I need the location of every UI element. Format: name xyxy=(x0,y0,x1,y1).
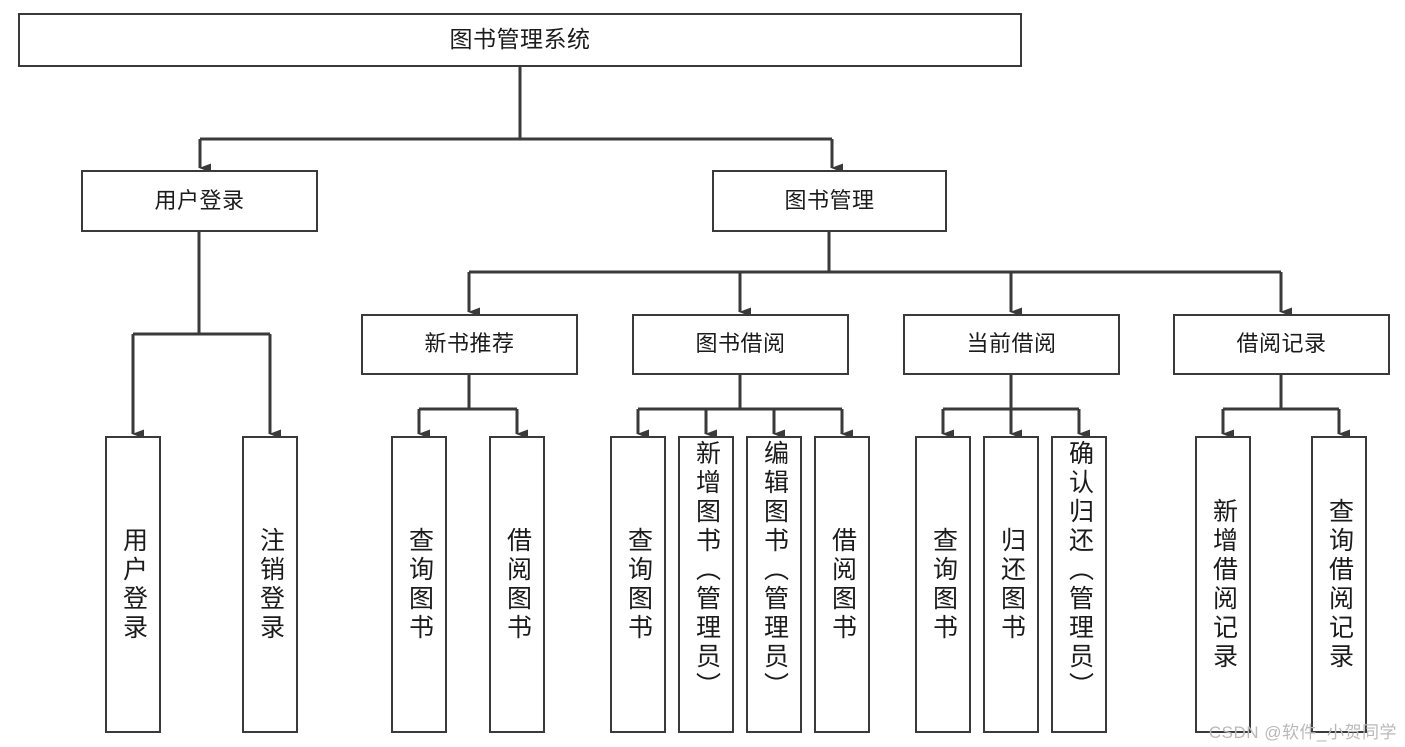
node-label: 图书管理 xyxy=(784,187,875,213)
node-label: 确认归还（管理员） xyxy=(1065,440,1094,701)
node-user-login[interactable]: 用户登录 xyxy=(81,170,318,232)
node-label: 查询借阅记录 xyxy=(1325,497,1354,672)
leaf-user-login[interactable]: 用户登录 xyxy=(105,436,161,733)
leaf-confirm-return-admin[interactable]: 确认归还（管理员） xyxy=(1051,436,1107,733)
node-current-borrow[interactable]: 当前借阅 xyxy=(903,314,1120,375)
leaf-return-book[interactable]: 归还图书 xyxy=(983,436,1039,733)
node-label: 借阅图书 xyxy=(503,526,532,643)
node-label: 用户登录 xyxy=(154,187,245,213)
node-label: 借阅记录 xyxy=(1236,331,1327,357)
leaf-logout[interactable]: 注销登录 xyxy=(242,436,298,733)
node-label: 当前借阅 xyxy=(966,331,1057,357)
leaf-add-borrow-record[interactable]: 新增借阅记录 xyxy=(1195,436,1251,733)
node-label: 查询图书 xyxy=(405,526,434,643)
leaf-edit-book-admin[interactable]: 编辑图书（管理员） xyxy=(746,436,802,733)
leaf-add-book-admin[interactable]: 新增图书（管理员） xyxy=(678,436,734,733)
node-label: 新增图书（管理员） xyxy=(692,440,721,701)
node-label: 图书借阅 xyxy=(695,331,786,357)
node-book-management[interactable]: 图书管理 xyxy=(712,170,947,232)
node-label: 新增借阅记录 xyxy=(1209,497,1238,672)
csdn-watermark: CSDN @软件_小贺同学 xyxy=(1208,723,1397,742)
leaf-borrow-book-recommend[interactable]: 借阅图书 xyxy=(489,436,545,733)
node-label: 图书管理系统 xyxy=(449,26,591,53)
leaf-borrow-book[interactable]: 借阅图书 xyxy=(814,436,870,733)
node-label: 注销登录 xyxy=(256,526,285,643)
node-book-borrow[interactable]: 图书借阅 xyxy=(632,314,849,375)
node-label: 借阅图书 xyxy=(828,526,857,643)
node-label: 归还图书 xyxy=(997,526,1026,643)
node-borrow-record[interactable]: 借阅记录 xyxy=(1173,314,1390,375)
node-label: 查询图书 xyxy=(929,526,958,643)
leaf-query-book-current[interactable]: 查询图书 xyxy=(915,436,971,733)
leaf-query-borrow-record[interactable]: 查询借阅记录 xyxy=(1311,436,1367,733)
node-label: 新书推荐 xyxy=(424,331,515,357)
node-root-book-management-system[interactable]: 图书管理系统 xyxy=(18,13,1022,67)
node-label: 编辑图书（管理员） xyxy=(760,440,789,701)
node-label: 查询图书 xyxy=(624,526,653,643)
leaf-query-book-recommend[interactable]: 查询图书 xyxy=(391,436,447,733)
node-new-book-recommendation[interactable]: 新书推荐 xyxy=(361,314,578,375)
node-label: 用户登录 xyxy=(119,526,148,643)
leaf-query-book-borrow[interactable]: 查询图书 xyxy=(610,436,666,733)
